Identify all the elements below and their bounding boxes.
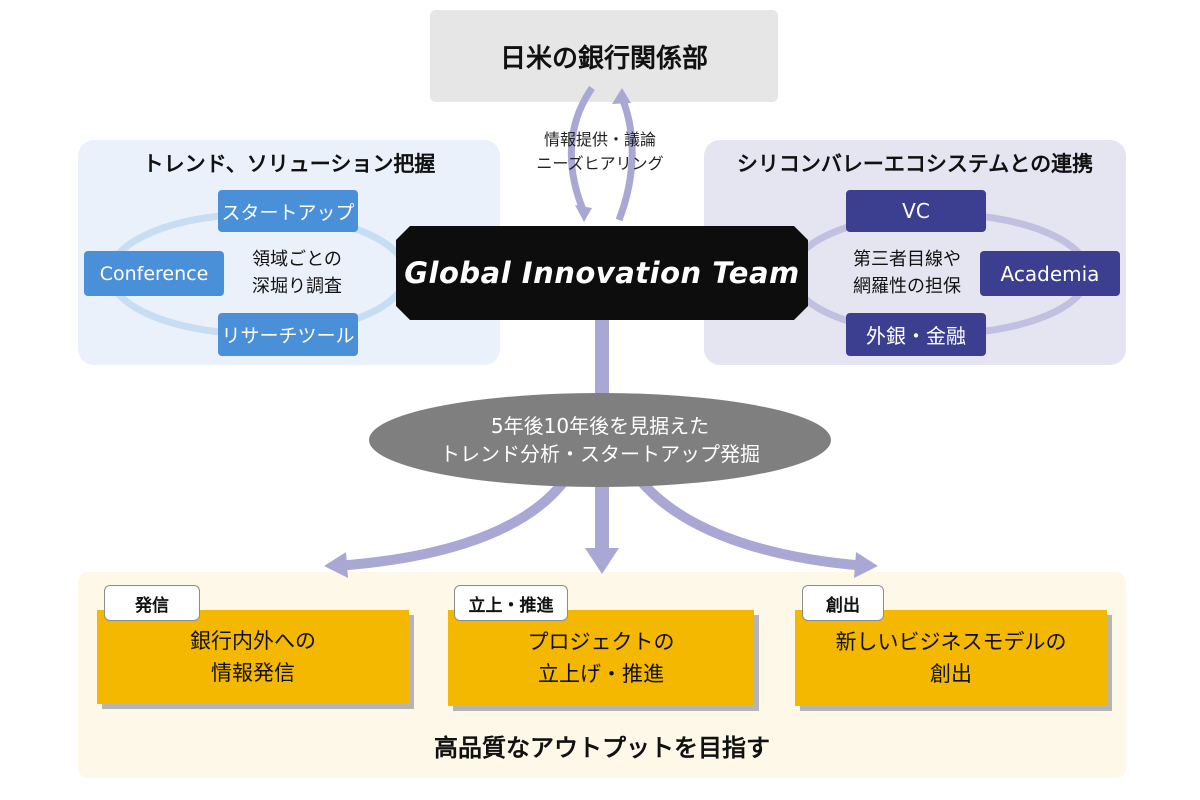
tag-create-label: 創出 bbox=[826, 595, 860, 616]
academia-pill: Academia bbox=[980, 251, 1120, 296]
vc-pill-label: VC bbox=[902, 199, 930, 223]
conference-pill-label: Conference bbox=[99, 262, 209, 285]
foreign-bank-pill: 外銀・金融 bbox=[846, 313, 986, 356]
deep-dive-line-2: 深堀り調査 bbox=[252, 276, 342, 297]
vc-pill: VC bbox=[846, 190, 986, 232]
third-party-line-2: 網羅性の担保 bbox=[853, 276, 961, 297]
tag-create: 創出 bbox=[802, 585, 884, 621]
exchange-label: 情報提供・議論 ニーズヒアリング bbox=[525, 128, 675, 176]
startup-pill: スタートアップ bbox=[218, 190, 358, 232]
startup-pill-label: スタートアップ bbox=[221, 201, 355, 224]
deep-dive-line-1: 領域ごとの bbox=[252, 249, 342, 270]
conference-pill: Conference bbox=[84, 251, 224, 296]
focus-line-1: 5年後10年後を見据えた bbox=[490, 414, 710, 438]
tag-project: 立上・推進 bbox=[454, 585, 568, 621]
focus-to-left-output-arrow bbox=[335, 476, 569, 571]
output-box-create: 新しいビジネスモデルの 創出 bbox=[795, 610, 1107, 706]
output-box-project: プロジェクトの 立上げ・推進 bbox=[448, 610, 754, 706]
third-party-line-1: 第三者目線や bbox=[853, 249, 961, 270]
global-innovation-team-box: Global Innovation Team bbox=[396, 226, 808, 320]
goal-text: 高品質なアウトプットを目指す bbox=[434, 734, 770, 762]
exchange-line-2: ニーズヒアリング bbox=[536, 154, 664, 173]
academia-pill-label: Academia bbox=[1000, 261, 1100, 286]
output-project-line-2: 立上げ・推進 bbox=[538, 662, 664, 686]
core-to-focus-connector bbox=[595, 318, 609, 398]
tag-publish: 発信 bbox=[104, 585, 200, 621]
output-publish-line-1: 銀行内外への bbox=[190, 629, 316, 653]
trend-solution-title: トレンド、ソリューション把握 bbox=[142, 152, 436, 176]
foreign-bank-pill-label: 外銀・金融 bbox=[866, 324, 966, 348]
focus-to-right-output-arrow bbox=[636, 476, 867, 571]
research-tool-pill-label: リサーチツール bbox=[221, 325, 355, 347]
focus-line-2: トレンド分析・スタートアップ発掘 bbox=[440, 442, 760, 466]
deep-dive-text: 領域ごとの 深堀り調査 bbox=[232, 246, 362, 300]
output-project-line-1: プロジェクトの bbox=[527, 630, 675, 654]
center-output-arrowhead bbox=[585, 548, 619, 574]
focus-oval: 5年後10年後を見据えた トレンド分析・スタートアップ発掘 bbox=[369, 393, 831, 487]
banking-partners-box: 日米の銀行関係部 bbox=[430, 10, 778, 102]
output-create-line-1: 新しいビジネスモデルの bbox=[835, 630, 1067, 654]
global-innovation-team-label: Global Innovation Team bbox=[404, 256, 800, 290]
output-box-publish: 銀行内外への 情報発信 bbox=[97, 610, 409, 704]
third-party-text: 第三者目線や 網羅性の担保 bbox=[832, 246, 982, 300]
focus-to-center-output-shaft bbox=[595, 485, 609, 550]
tag-publish-label: 発信 bbox=[135, 595, 169, 616]
output-create-line-2: 創出 bbox=[930, 662, 972, 686]
down-exchange-arrowhead bbox=[575, 205, 592, 222]
banking-partners-label: 日米の銀行関係部 bbox=[499, 43, 708, 74]
ecosystem-title: シリコンバレーエコシステムとの連携 bbox=[736, 152, 1094, 176]
research-tool-pill: リサーチツール bbox=[218, 313, 358, 356]
tag-project-label: 立上・推進 bbox=[468, 595, 554, 616]
output-publish-line-2: 情報発信 bbox=[211, 661, 295, 685]
exchange-line-1: 情報提供・議論 bbox=[543, 130, 656, 149]
